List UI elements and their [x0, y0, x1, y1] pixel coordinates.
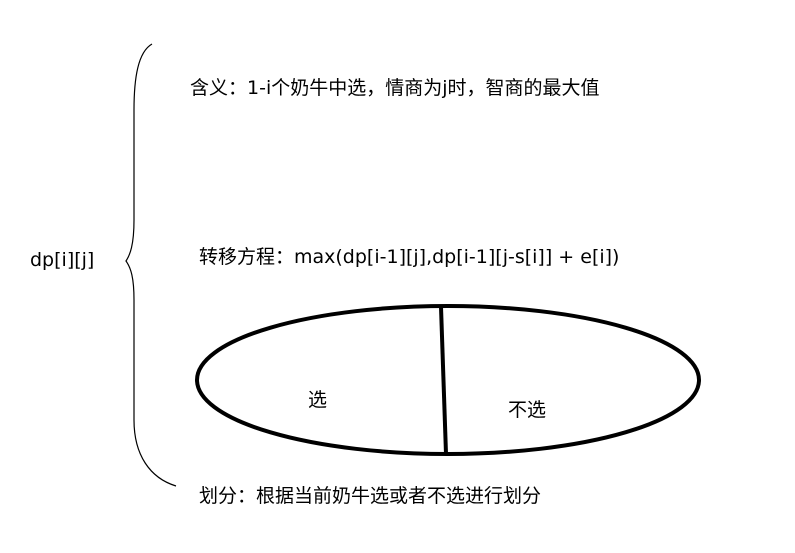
curly-brace: [125, 43, 177, 487]
not-choose-region-label: 不选: [508, 399, 547, 421]
choose-region-label: 选: [308, 389, 328, 411]
transition-equation-label: 转移方程：max(dp[i-1][j],dp[i-1][j-s[i]] + e[…: [199, 246, 620, 268]
meaning-label: 含义：1-i个奶牛中选，情商为j时，智商的最大值: [190, 77, 600, 99]
partition-ellipse: [195, 304, 701, 456]
partition-note-label: 划分：根据当前奶牛选或者不选进行划分: [199, 485, 542, 507]
state-variable-label: dp[i][j]: [30, 249, 95, 271]
partition-divider: [439, 306, 448, 455]
